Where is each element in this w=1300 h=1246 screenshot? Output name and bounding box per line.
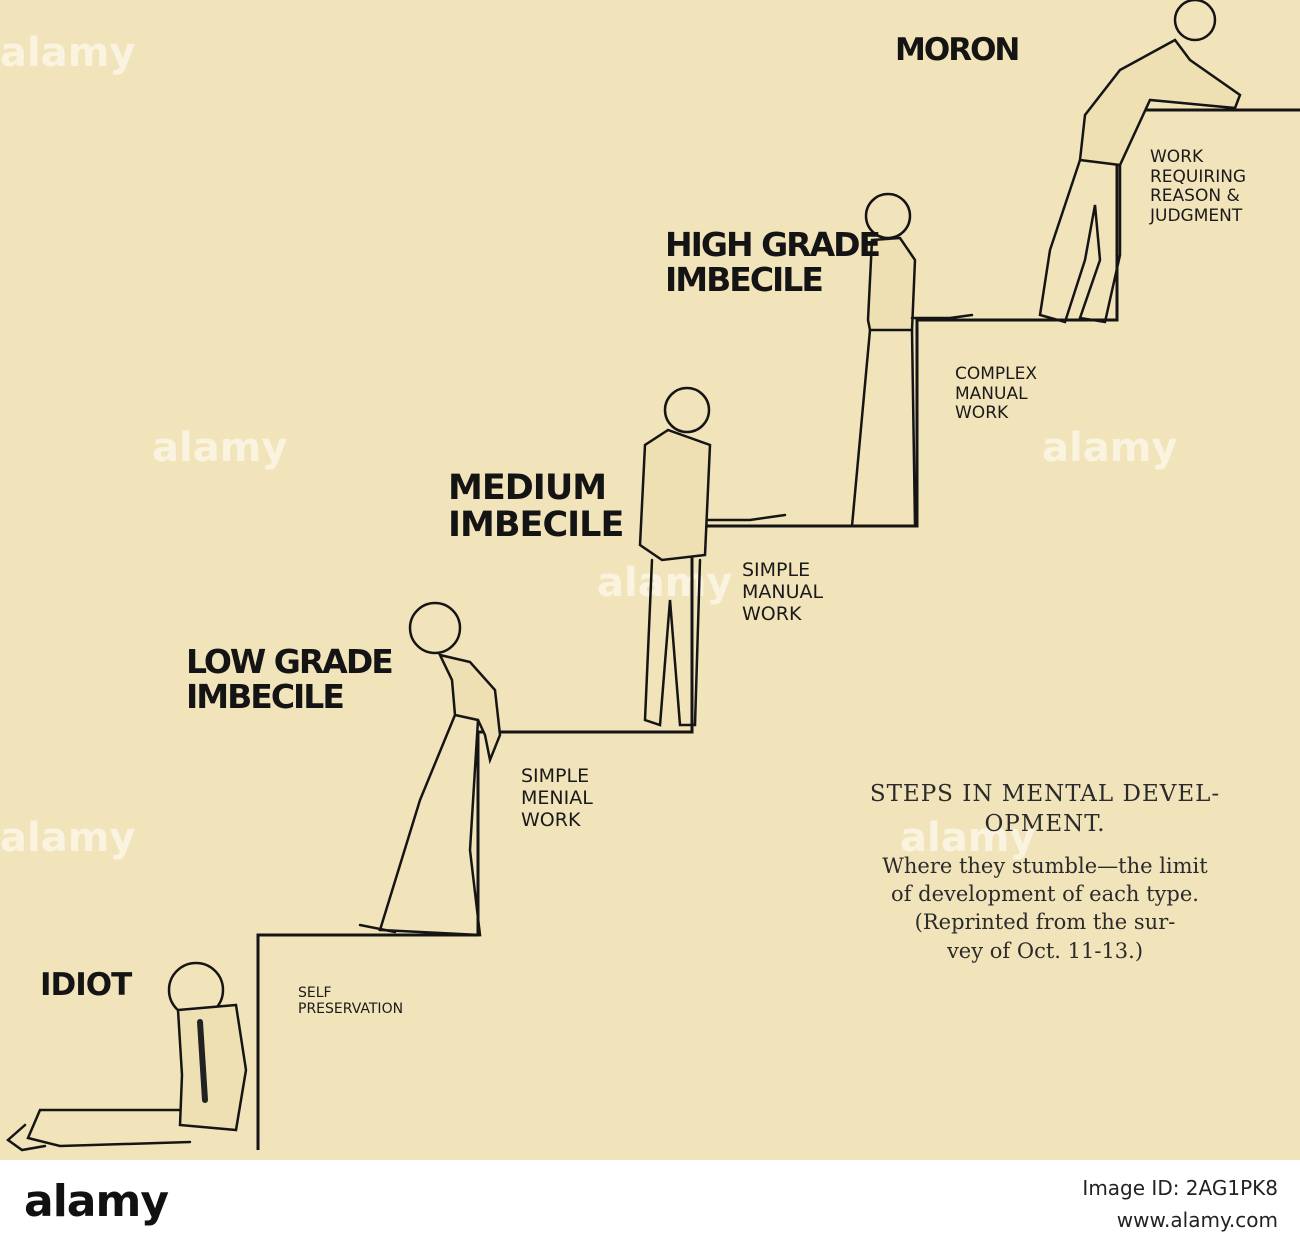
- level-label-high-grade-imbecile: HIGH GRADE IMBECILE: [665, 228, 879, 297]
- caption-title: STEPS IN MENTAL DEVEL- OPMENT.: [790, 780, 1300, 840]
- level-label-medium-imbecile: MEDIUM IMBECILE: [448, 470, 623, 544]
- figure-caption: STEPS IN MENTAL DEVEL- OPMENT. Where the…: [790, 780, 1300, 965]
- step-label-simple-manual-work: SIMPLE MANUAL WORK: [742, 560, 823, 626]
- level-label-low-grade-imbecile: LOW GRADE IMBECILE: [186, 645, 392, 714]
- illustration-page: alamy alamy alamy alamy alamy alamy: [0, 0, 1300, 1160]
- level-label-moron: MORON: [895, 35, 1018, 66]
- footer-url: www.alamy.com: [1082, 1204, 1278, 1236]
- step-label-complex-manual-work: COMPLEX MANUAL WORK: [955, 365, 1037, 424]
- caption-body: Where they stumble—the limit of developm…: [790, 852, 1300, 965]
- medium-imbecile-figure: [640, 388, 785, 725]
- footer-image-info: Image ID: 2AG1PK8 www.alamy.com: [1082, 1172, 1278, 1236]
- level-label-idiot: IDIOT: [40, 970, 131, 1001]
- staircase-drawing: [0, 0, 1300, 1160]
- footer-image-id: Image ID: 2AG1PK8: [1082, 1172, 1278, 1204]
- step-label-simple-menial-work: SIMPLE MENIAL WORK: [521, 766, 593, 832]
- footer-logo: alamy: [24, 1176, 168, 1227]
- step-label-self-preservation: SELF PRESERVATION: [298, 985, 403, 1017]
- step-label-reason-judgment: WORK REQUIRING REASON & JUDGMENT: [1150, 148, 1246, 226]
